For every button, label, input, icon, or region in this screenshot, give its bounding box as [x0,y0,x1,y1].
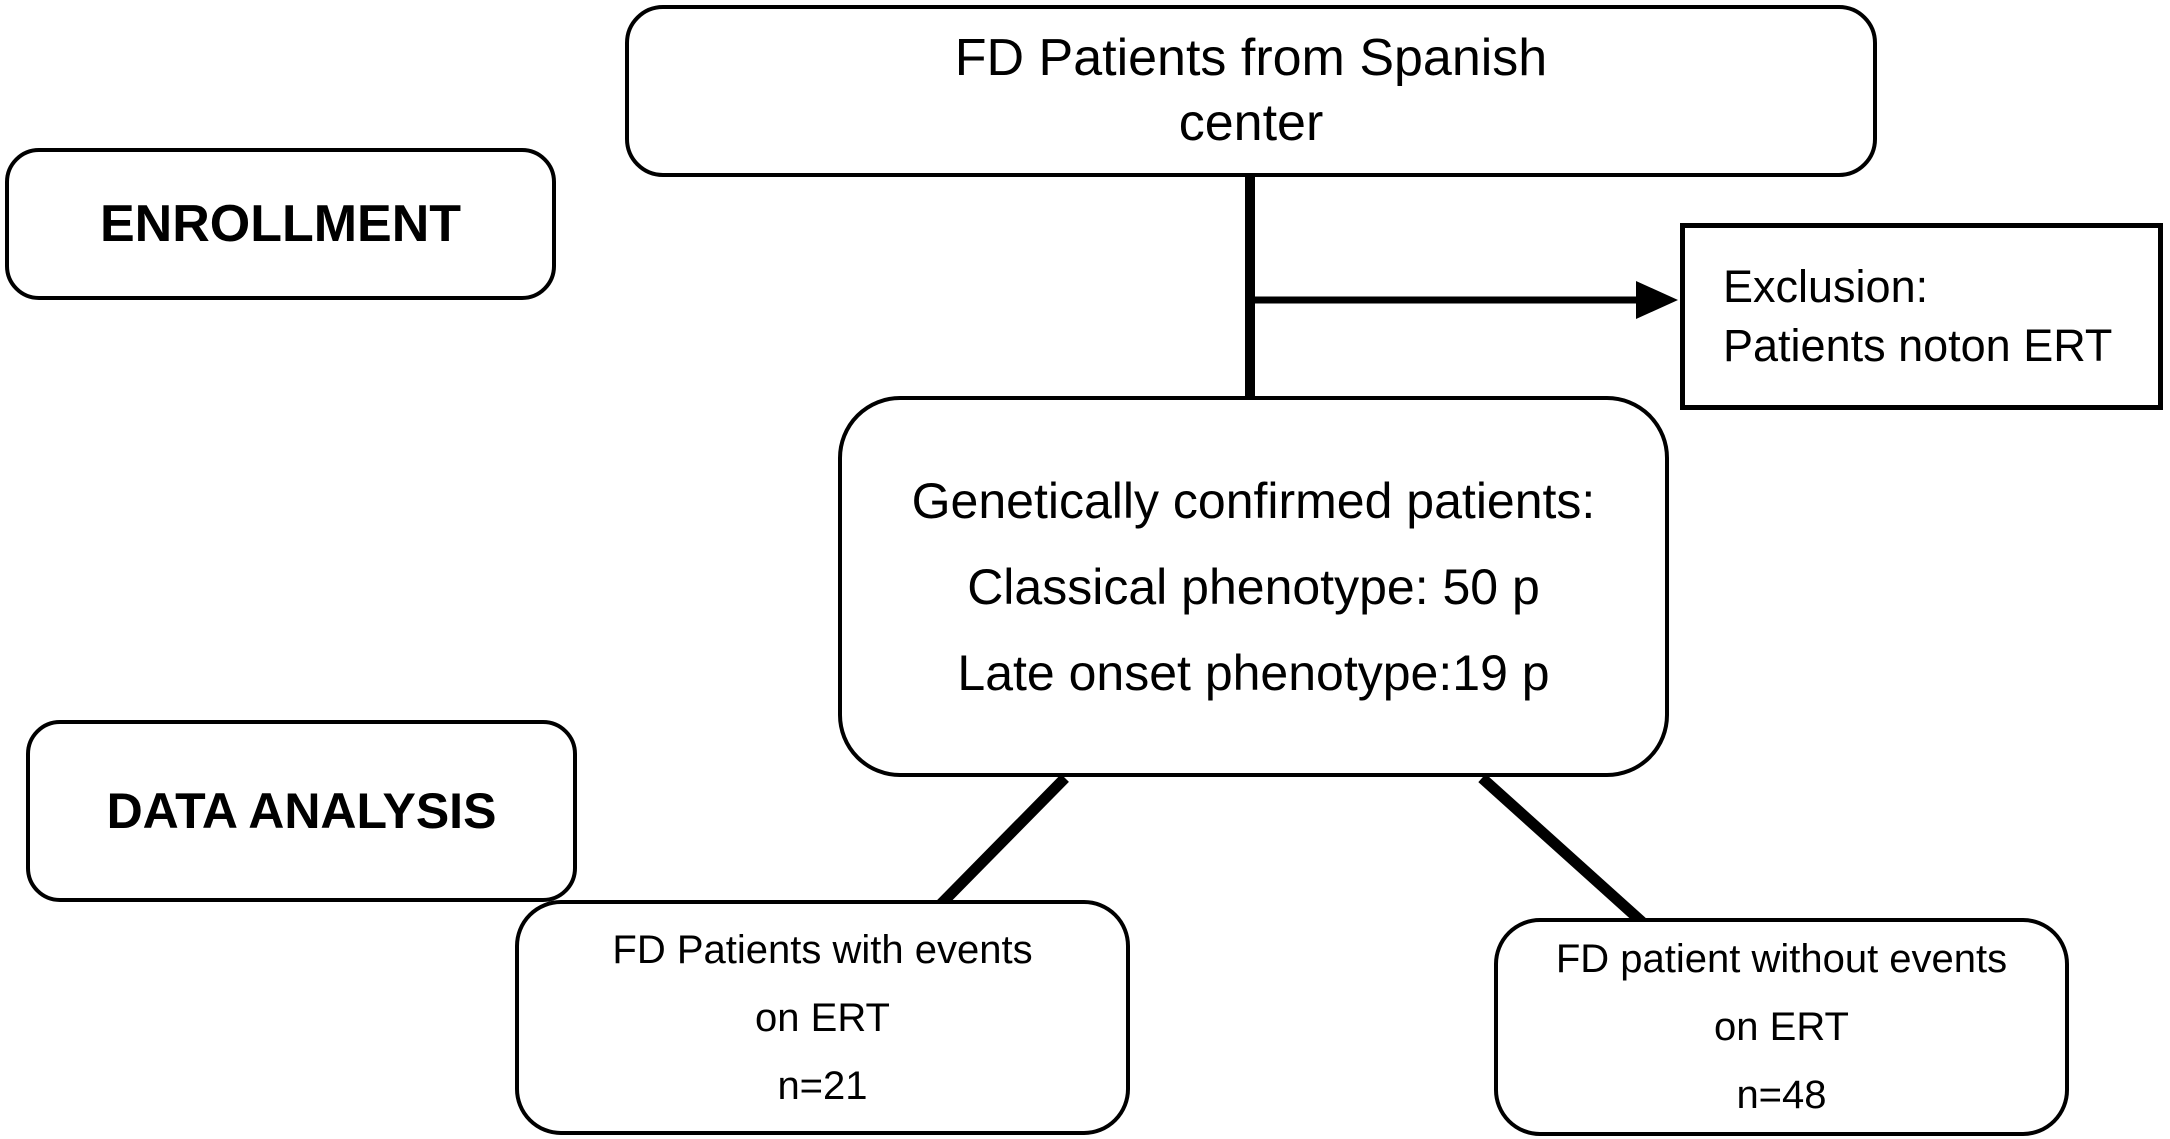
without-events-line-2: on ERT [1714,1005,1849,1049]
phase-label-data-analysis: DATA ANALYSIS [26,720,577,902]
phase-label-enrollment: ENROLLMENT [5,148,556,300]
exclusion-line-2: Patients noton ERT [1723,319,2113,371]
source-line-2: center [1178,94,1324,152]
connector-confirmed-to-without-events [1478,773,1646,927]
node-source-population: FD Patients from Spanish center [625,5,1877,177]
with-events-line-2: on ERT [755,995,890,1040]
without-events-line-1: FD patient without events [1555,937,2008,981]
node-exclusion: Exclusion: Patients noton ERT [1680,223,2163,410]
confirmed-line-1: Genetically confirmed patients: [911,472,1596,529]
without-events-count: n=48 [1736,1073,1827,1117]
source-line-1: FD Patients from Spanish [954,29,1548,87]
enrollment-label: ENROLLMENT [99,195,462,253]
connector-confirmed-to-with-events [936,774,1069,909]
node-genetically-confirmed: Genetically confirmed patients: Classica… [838,396,1669,777]
confirmed-line-2: Classical phenotype: 50 p [967,558,1540,615]
confirmed-line-3: Late onset phenotype:19 p [957,644,1550,701]
node-with-events: FD Patients with events on ERT n=21 [515,900,1130,1135]
with-events-line-1: FD Patients with events [612,927,1033,972]
exclusion-line-1: Exclusion: [1723,261,1929,312]
with-events-count: n=21 [777,1063,868,1108]
node-without-events: FD patient without events on ERT n=48 [1494,918,2069,1136]
data-analysis-label: DATA ANALYSIS [106,783,497,839]
exclusion-arrowhead-icon [1636,281,1678,319]
